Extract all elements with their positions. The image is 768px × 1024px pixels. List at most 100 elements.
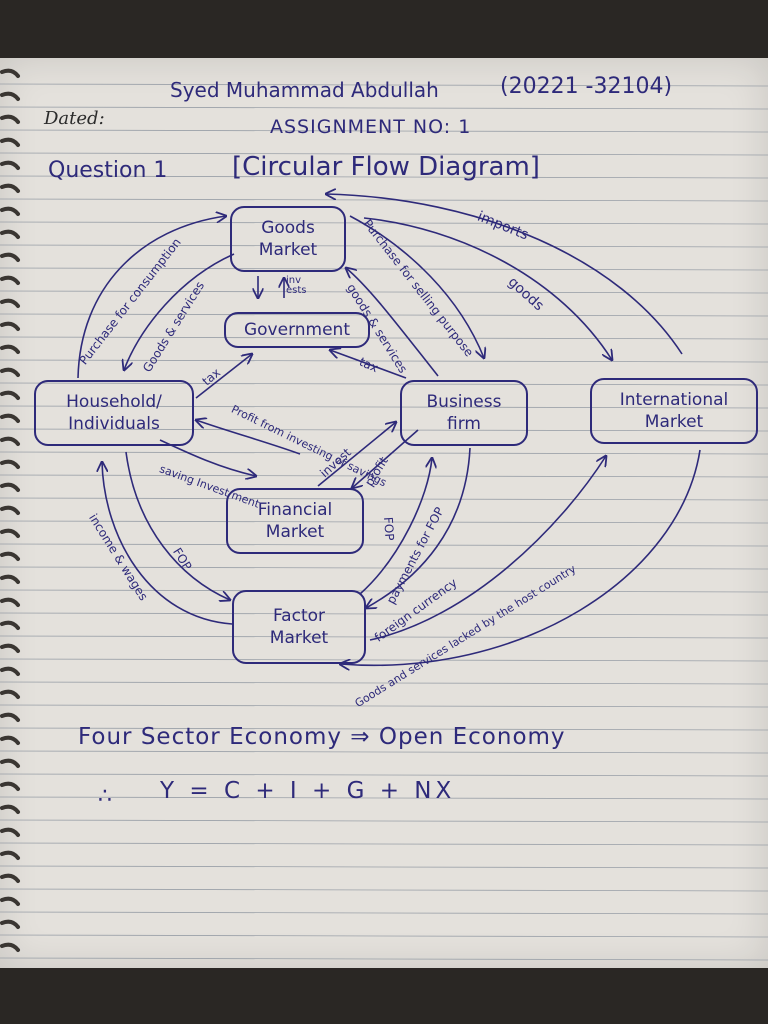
- spiral-binding: [0, 68, 20, 952]
- spiral-ring: [0, 413, 20, 423]
- spiral-ring: [0, 229, 20, 239]
- rule-line: [0, 750, 768, 754]
- label-fop-right: FOP: [381, 516, 397, 542]
- arrow-fop-household: [125, 451, 230, 600]
- spiral-ring: [0, 321, 20, 331]
- arrow-foreign-currency: [369, 456, 606, 641]
- spiral-ring: [0, 896, 20, 906]
- student-id: (20221 -32104): [500, 74, 673, 99]
- therefore-symbol: ∴: [98, 784, 112, 809]
- rule-line: [0, 382, 768, 386]
- rule-line: [0, 83, 768, 87]
- rule-line: [0, 175, 768, 179]
- spiral-ring: [0, 827, 20, 837]
- notebook-page: Syed Muhammad Abdullah (20221 -32104) Da…: [0, 58, 768, 968]
- question-label: Question 1: [48, 158, 168, 183]
- question-title: [Circular Flow Diagram]: [232, 152, 540, 182]
- spiral-ring: [0, 482, 20, 492]
- spiral-ring: [0, 298, 20, 308]
- rule-line: [0, 267, 768, 271]
- rule-line: [0, 865, 768, 869]
- spiral-ring: [0, 620, 20, 630]
- flow-arrows: [77, 58, 701, 968]
- arrow-goods-services-to-goods-market: [346, 268, 439, 377]
- rule-line: [0, 957, 768, 961]
- arrow-purchase-consumption: [77, 216, 226, 379]
- rule-line: [0, 336, 768, 340]
- rule-line: [0, 612, 768, 616]
- rule-line: [0, 198, 768, 202]
- spiral-ring: [0, 206, 20, 216]
- arrow-tax-business: [330, 350, 407, 379]
- arrow-fop-business: [359, 458, 432, 595]
- arrow-goods-lacked: [340, 449, 701, 665]
- label-inv-ests: inv ests: [286, 275, 307, 296]
- spiral-ring: [0, 597, 20, 607]
- spiral-ring: [0, 505, 20, 515]
- rule-line: [0, 106, 768, 110]
- rule-line: [0, 704, 768, 708]
- rule-line: [0, 405, 768, 409]
- economy-statement: Four Sector Economy ⇒ Open Economy: [78, 724, 566, 750]
- arrow-purchase-selling: [349, 215, 484, 358]
- spiral-ring: [0, 68, 20, 78]
- rule-line: [0, 911, 768, 915]
- rule-line: [0, 520, 768, 524]
- rule-line: [0, 888, 768, 892]
- spiral-ring: [0, 643, 20, 653]
- spiral-ring: [0, 850, 20, 860]
- rule-line: [0, 474, 768, 478]
- spiral-ring: [0, 114, 20, 124]
- spiral-ring: [0, 574, 20, 584]
- spiral-ring: [0, 781, 20, 791]
- rule-line: [0, 497, 768, 501]
- spiral-ring: [0, 91, 20, 101]
- gdp-equation: Y = C + I + G + NX: [160, 778, 456, 804]
- spiral-ring: [0, 183, 20, 193]
- rule-line: [0, 796, 768, 800]
- spiral-ring: [0, 390, 20, 400]
- spiral-ring: [0, 459, 20, 469]
- spiral-ring: [0, 160, 20, 170]
- rule-line: [0, 589, 768, 593]
- household-node: Household/Individuals: [34, 380, 194, 446]
- spiral-ring: [0, 367, 20, 377]
- spiral-ring: [0, 436, 20, 446]
- rule-line: [0, 681, 768, 685]
- rule-line: [0, 152, 768, 156]
- rule-line: [0, 221, 768, 225]
- rule-line: [0, 129, 768, 133]
- spiral-ring: [0, 919, 20, 929]
- spiral-ring: [0, 758, 20, 768]
- spiral-ring: [0, 344, 20, 354]
- arrow-profit-from-investing: [196, 420, 301, 455]
- rule-line: [0, 727, 768, 731]
- arrow-invest: [317, 422, 396, 487]
- spiral-ring: [0, 252, 20, 262]
- student-name: Syed Muhammad Abdullah: [170, 78, 439, 102]
- rule-line: [0, 451, 768, 455]
- rule-line: [0, 244, 768, 248]
- rule-line: [0, 934, 768, 938]
- spiral-ring: [0, 551, 20, 561]
- dated-label: Dated:: [44, 108, 105, 129]
- spiral-ring: [0, 735, 20, 745]
- spiral-ring: [0, 804, 20, 814]
- spiral-ring: [0, 275, 20, 285]
- rule-line: [0, 658, 768, 662]
- spiral-ring: [0, 689, 20, 699]
- rule-line: [0, 428, 768, 432]
- spiral-ring: [0, 666, 20, 676]
- arrow-tax-household: [195, 354, 252, 399]
- arrow-imports: [326, 194, 683, 355]
- rule-line: [0, 842, 768, 846]
- spiral-ring: [0, 137, 20, 147]
- rule-line: [0, 313, 768, 317]
- spiral-ring: [0, 712, 20, 722]
- arrow-payments-fop: [366, 447, 471, 608]
